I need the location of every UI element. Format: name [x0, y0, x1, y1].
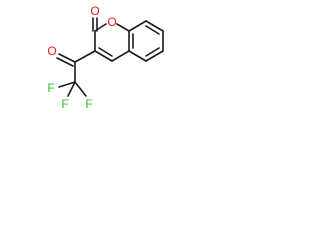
- bond-benzene-top-right: [145, 20, 164, 32]
- atom-label-layer: O O O F F F: [47, 4, 116, 111]
- bond-acyl-ketone-o: [58, 53, 76, 63]
- bond-c3-c4-inner: [98, 47, 113, 57]
- ketone-oxygen-label: O: [47, 44, 56, 58]
- bond-benzene-top: [128, 20, 147, 32]
- fluorine-left-label: F: [47, 81, 54, 95]
- bond-c3-acyl: [74, 50, 96, 63]
- bond-cf3-f-left: [58, 81, 76, 88]
- bond-c8a-o1: [116, 23, 130, 32]
- bond-c3-c4: [94, 50, 113, 62]
- bond-cf3-f-bottom-left: [67, 81, 76, 97]
- ring-oxygen-label: O: [107, 15, 116, 29]
- lactone-carbonyl-oxygen-label: O: [90, 4, 99, 18]
- bond-benzene-bottom-right: [145, 50, 164, 62]
- molecule-diagram: O O O F F F: [47, 4, 164, 111]
- bond-benzene-bottom-left: [128, 50, 147, 62]
- bond-layer: [56, 17, 164, 97]
- bond-benzene-top-right-inner: [145, 25, 160, 35]
- bond-benzene-bottom-right-inner: [145, 47, 160, 57]
- bond-acyl-ketone-o-double: [56, 57, 74, 67]
- fluorine-bottom-right-label: F: [85, 97, 92, 111]
- bond-cf3-f-bottom-right: [74, 81, 87, 97]
- fluorine-bottom-left-label: F: [61, 97, 68, 111]
- bond-c4-c4a: [111, 50, 130, 62]
